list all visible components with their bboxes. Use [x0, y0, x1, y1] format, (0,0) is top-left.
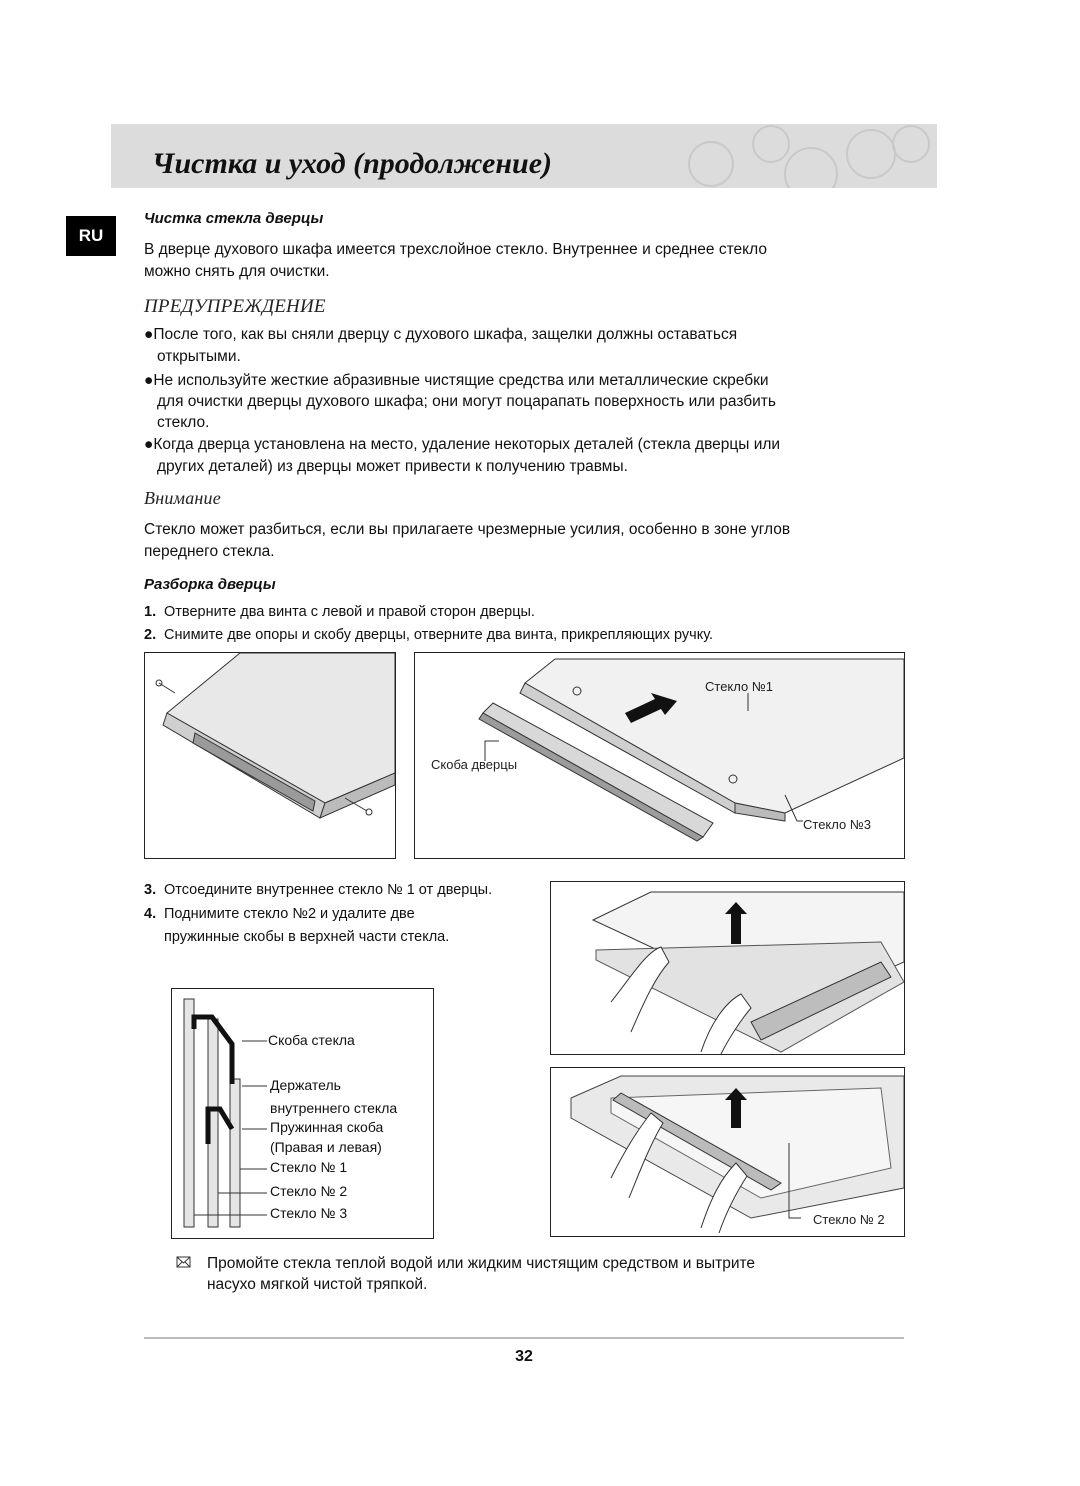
label-spring-1: Пружинная скоба — [270, 1119, 384, 1135]
warning-bullet-3-line-2: других деталей) из дверцы может привести… — [157, 458, 628, 475]
label-glass-3: Стекло №3 — [803, 817, 872, 832]
warning-bullet-1-line-1: ●После того, как вы сняли дверцу с духов… — [144, 326, 738, 343]
label-glass-no-3: Стекло № 3 — [270, 1205, 348, 1221]
figure-cross-section — [171, 988, 434, 1239]
label-spring-2: (Правая и левая) — [270, 1139, 382, 1155]
step-2: 2.Снимите две опоры и скобу дверцы, отве… — [144, 627, 714, 643]
label-door-bracket: Скоба дверцы — [431, 757, 518, 772]
page-number: 32 — [515, 1348, 533, 1365]
label-glass-1: Стекло №1 — [705, 679, 774, 694]
label-holder-2: внутреннего стекла — [270, 1100, 398, 1116]
warning-bullet-2-line-1: ●Не используйте жесткие абразивные чистя… — [144, 372, 769, 389]
page-title: Чистка и уход (продолжение) — [152, 147, 553, 180]
caution-line-2: переднего стекла. — [144, 543, 275, 560]
warning-bullet-2-line-3: стекло. — [157, 414, 210, 431]
note-icon — [176, 1255, 192, 1269]
step-4-line-2: пружинные скобы в верхней части стекла. — [164, 929, 450, 945]
intro-line-1: В дверце духового шкафа имеется трехслой… — [144, 241, 767, 258]
section-title-glass: Чистка стекла дверцы — [144, 210, 324, 227]
step-4: 4.Поднимите стекло №2 и удалите две — [144, 906, 415, 922]
figure-remove-glass-2 — [550, 1067, 905, 1237]
tomato-watermark-icon — [688, 125, 930, 188]
label-holder-1: Держатель — [270, 1077, 341, 1093]
warning-bullet-3-line-1: ●Когда дверца установлена на место, удал… — [144, 436, 781, 453]
figure-door-bracket — [414, 652, 905, 859]
note-line-1: Промойте стекла теплой водой или жидким … — [207, 1255, 756, 1272]
intro-line-2: можно снять для очистки. — [144, 263, 330, 280]
step-1: 1.Отверните два винта с левой и правой с… — [144, 604, 535, 620]
figure-lift-glass — [550, 881, 905, 1055]
label-glass-bracket: Скоба стекла — [268, 1032, 355, 1048]
language-badge: RU — [66, 216, 116, 256]
footer-divider — [144, 1337, 904, 1339]
warning-heading: ПРЕДУПРЕЖДЕНИЕ — [144, 296, 326, 317]
step-3: 3.Отсоедините внутреннее стекло № 1 от д… — [144, 882, 493, 898]
label-glass-no-2-photo: Стекло № 2 — [813, 1212, 885, 1227]
caution-heading: Внимание — [144, 488, 221, 508]
caution-line-1: Стекло может разбиться, если вы прилагае… — [144, 521, 791, 538]
label-glass-no-1: Стекло № 1 — [270, 1159, 348, 1175]
section-title-disassembly: Разборка дверцы — [144, 576, 276, 593]
figure-door-screws — [144, 652, 396, 859]
note-line-2: насухо мягкой чистой тряпкой. — [207, 1276, 428, 1293]
label-glass-no-2: Стекло № 2 — [270, 1183, 348, 1199]
header-band — [111, 124, 937, 188]
warning-bullet-1-line-2: открытыми. — [157, 348, 241, 365]
warning-bullet-2-line-2: для очистки дверцы духового шкафа; они м… — [157, 393, 776, 410]
